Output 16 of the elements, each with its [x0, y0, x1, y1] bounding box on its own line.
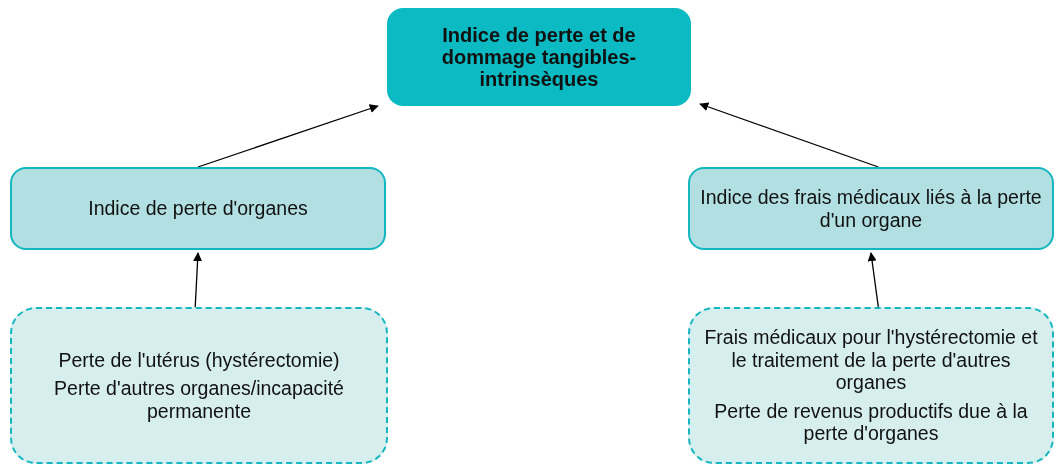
node-text: Indice des frais médicaux liés à la perte d'un organe	[699, 186, 1043, 231]
factor-box	[688, 307, 1054, 464]
node-text: Indice de perte d'organes	[88, 197, 308, 220]
factor-box	[10, 307, 388, 464]
node-text: Perte de revenus productifs due à la perte d'organes	[713, 399, 1029, 445]
node-text: Frais médicaux pour l'hystérectomie et le traitement de la perte d'autres organes	[703, 326, 1039, 394]
node-text: Indice de perte et de dommage tangibles-intrinsèques	[440, 24, 638, 90]
arrow	[193, 252, 203, 308]
index-box	[10, 167, 386, 250]
arrow	[197, 104, 379, 168]
arrow	[699, 102, 879, 168]
node-text: Perte de l'utérus (hystérectomie)	[58, 348, 340, 372]
arrow	[867, 252, 879, 308]
node-text: Perte d'autres organes/incapacité permanente	[53, 377, 345, 423]
index-box	[688, 167, 1054, 250]
main-box	[387, 8, 691, 106]
